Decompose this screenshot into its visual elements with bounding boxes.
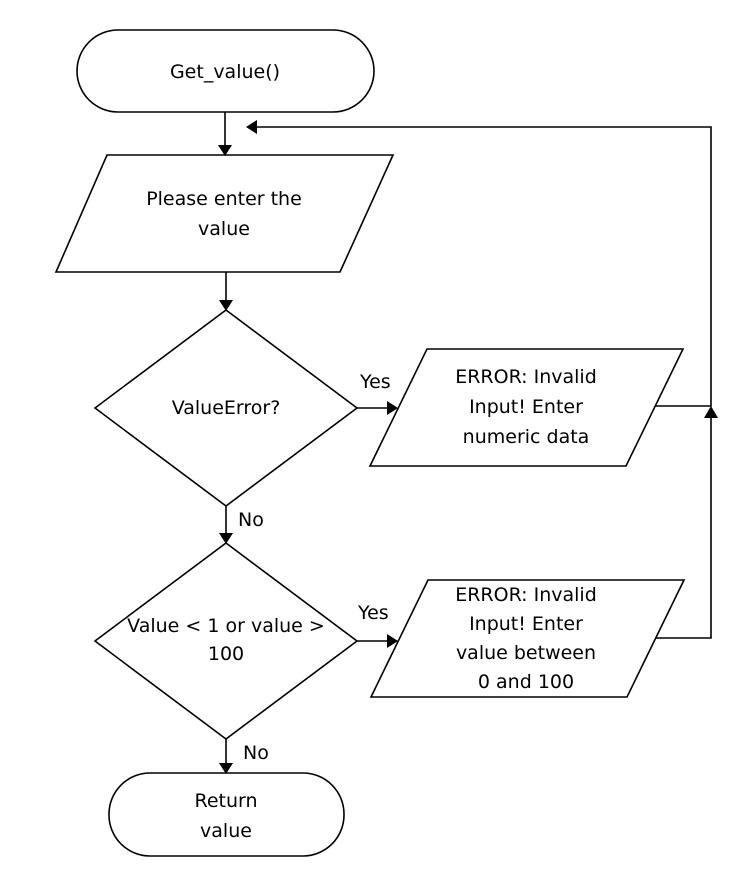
arrow-down-icon xyxy=(218,145,232,156)
end-label-line-2: value xyxy=(200,820,252,842)
connector-line xyxy=(655,417,712,639)
error-2-label-line-1: ERROR: Invalid xyxy=(455,584,597,606)
connector-line xyxy=(256,126,712,407)
arrow-left-icon xyxy=(246,120,257,134)
connector-error-2-loop xyxy=(655,406,718,639)
arrow-down-icon xyxy=(219,300,233,311)
arrow-right-icon xyxy=(387,634,398,648)
error-1-node: ERROR: Invalid Input! Enter numeric data xyxy=(368,348,685,467)
decision-1-no-label: No xyxy=(238,509,264,531)
connector-decision-2-yes: Yes xyxy=(357,602,398,648)
end-terminator-shape xyxy=(108,772,345,857)
connector-input-to-decision-1 xyxy=(219,272,233,311)
error-2-label-line-3: value between xyxy=(456,642,596,664)
input-parallelogram-shape xyxy=(54,154,395,273)
decision-1-node: ValueError? xyxy=(93,309,359,507)
input-node: Please enter the value xyxy=(54,154,395,273)
decision-2-no-label: No xyxy=(243,742,269,764)
error-2-label-line-4: 0 and 100 xyxy=(478,671,574,693)
error-2-label-line-2: Input! Enter xyxy=(469,613,583,635)
connector-error-1-loop xyxy=(246,120,712,407)
error-2-node: ERROR: Invalid Input! Enter value betwee… xyxy=(369,579,686,698)
start-label: Get_value() xyxy=(170,61,280,83)
error-1-label-line-3: numeric data xyxy=(463,426,590,448)
error-2-parallelogram-shape xyxy=(369,579,686,698)
connector-start-to-input xyxy=(218,112,232,156)
end-label-line-1: Return xyxy=(194,790,257,812)
arrow-up-icon xyxy=(704,406,718,418)
error-1-label-line-1: ERROR: Invalid xyxy=(455,366,597,388)
decision-1-label: ValueError? xyxy=(172,397,281,419)
decision-2-diamond-shape xyxy=(93,542,359,740)
connector-decision-1-yes: Yes xyxy=(357,371,398,415)
decision-2-node: Value < 1 or value > 100 xyxy=(93,542,359,740)
connector-decision-1-no: No xyxy=(219,506,264,544)
decision-2-label-line-1: Value < 1 or value > xyxy=(127,615,325,637)
input-label-line-1: Please enter the xyxy=(146,188,302,210)
decision-1-yes-label: Yes xyxy=(359,371,391,393)
arrow-down-icon xyxy=(219,763,233,774)
arrow-down-icon xyxy=(219,533,233,544)
start-node: Get_value() xyxy=(76,29,375,113)
error-1-label-line-2: Input! Enter xyxy=(469,396,583,418)
input-label-line-2: value xyxy=(198,218,250,240)
decision-2-label-line-2: 100 xyxy=(208,643,244,665)
error-1-parallelogram-shape xyxy=(368,348,685,467)
decision-2-yes-label: Yes xyxy=(357,602,389,624)
connector-decision-2-no: No xyxy=(219,739,269,774)
arrow-right-icon xyxy=(387,401,398,415)
end-node: Return value xyxy=(108,772,345,857)
